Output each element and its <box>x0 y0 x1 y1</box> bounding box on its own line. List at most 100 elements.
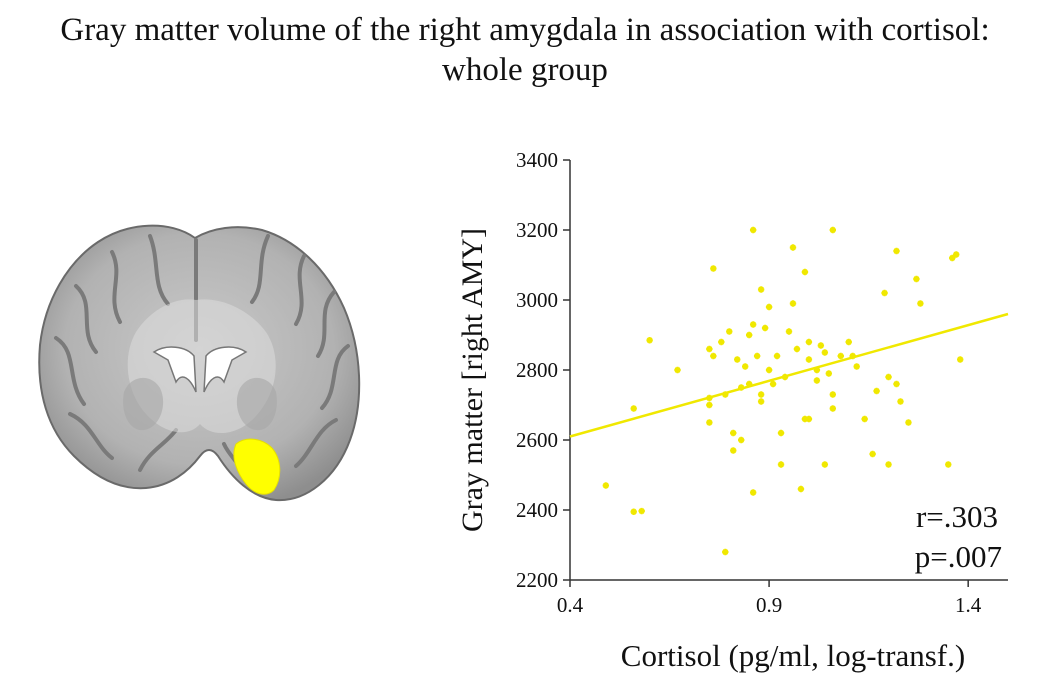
data-point <box>706 394 713 402</box>
data-points <box>602 226 964 556</box>
data-point <box>861 415 868 423</box>
data-point <box>821 349 829 356</box>
y-tick-label: 2200 <box>516 568 558 592</box>
y-tick-label: 3000 <box>516 288 558 312</box>
data-point <box>730 429 737 437</box>
data-point <box>602 482 610 489</box>
data-point <box>638 507 645 515</box>
data-point <box>706 401 713 409</box>
data-point <box>749 226 757 234</box>
data-point <box>805 356 813 363</box>
data-point <box>745 380 753 388</box>
data-point <box>869 450 876 458</box>
data-point <box>885 373 892 381</box>
data-point <box>849 352 856 360</box>
data-point <box>885 461 892 468</box>
data-point <box>837 352 844 360</box>
figure-title-line-2: whole group <box>442 52 608 88</box>
data-point <box>674 366 681 374</box>
data-point <box>769 380 777 388</box>
data-point <box>881 289 888 297</box>
data-point <box>801 415 809 423</box>
data-point <box>761 324 769 332</box>
data-point <box>829 405 836 412</box>
brain-ventricles <box>152 346 248 393</box>
data-point <box>785 328 793 335</box>
data-point <box>793 345 801 353</box>
data-point <box>773 352 781 360</box>
regression-line <box>569 312 1009 438</box>
data-point <box>777 461 785 468</box>
data-point <box>893 247 900 255</box>
x-tick-label: 0.9 <box>756 593 782 617</box>
data-point <box>821 461 829 468</box>
data-point <box>738 436 745 444</box>
data-point <box>897 398 904 405</box>
data-point <box>777 429 785 437</box>
x-axis-label: Cortisol (pg/ml, log-transf.) <box>621 638 965 673</box>
y-tick-label: 2400 <box>516 498 558 522</box>
data-point <box>726 328 733 335</box>
data-point <box>722 548 729 556</box>
data-point <box>797 485 805 493</box>
data-point <box>789 244 797 251</box>
x-tick-label: 0.4 <box>557 593 584 617</box>
figure-title: Gray matter volume of the right amygdala… <box>0 10 1050 90</box>
data-point <box>853 363 860 370</box>
data-point <box>893 380 900 388</box>
data-point <box>742 363 749 370</box>
data-point <box>738 384 745 391</box>
data-point <box>801 268 809 276</box>
data-point <box>817 342 825 349</box>
data-point <box>646 337 653 344</box>
data-point <box>917 300 924 307</box>
data-point <box>706 345 713 353</box>
amygdala-highlight <box>233 438 281 495</box>
data-point <box>718 338 725 346</box>
data-point <box>829 391 836 398</box>
data-point <box>805 415 813 423</box>
data-point <box>789 300 797 307</box>
data-point <box>749 489 757 496</box>
brain-basal-ganglia <box>123 377 277 431</box>
data-point <box>949 254 956 262</box>
data-point <box>813 377 821 384</box>
data-point <box>913 275 920 283</box>
data-point <box>957 356 964 363</box>
data-point <box>630 405 637 412</box>
y-tick-label: 3200 <box>516 218 558 242</box>
data-point <box>745 331 753 339</box>
y-axis-label: Gray matter [right AMY] <box>456 228 489 532</box>
data-point <box>765 366 773 374</box>
data-point <box>722 391 729 398</box>
data-point <box>945 461 952 468</box>
data-point <box>905 419 912 426</box>
y-tick-label: 2800 <box>516 358 558 382</box>
data-point <box>730 447 737 454</box>
data-point <box>953 251 960 258</box>
y-tick-label: 2600 <box>516 428 558 452</box>
data-point <box>845 338 852 346</box>
data-point <box>749 321 757 328</box>
data-point <box>734 356 741 363</box>
data-point <box>630 508 637 515</box>
y-ticks: 2200 2400 2600 2800 3000 3200 3400 <box>516 148 570 592</box>
data-point <box>757 398 765 405</box>
data-point <box>757 286 765 293</box>
data-point <box>813 366 821 374</box>
y-tick-label: 3400 <box>516 148 558 172</box>
brain-cortex-folds <box>54 234 350 488</box>
correlation-p-annotation: p=.007 <box>915 539 1002 574</box>
data-point <box>805 338 813 346</box>
data-point <box>757 391 765 398</box>
data-point <box>781 373 789 381</box>
data-point <box>710 352 717 360</box>
figure-title-line-1: Gray matter volume of the right amygdala… <box>60 12 990 48</box>
data-point <box>765 303 773 311</box>
correlation-r-annotation: r=.303 <box>916 499 998 534</box>
data-point <box>873 387 880 395</box>
data-point <box>829 226 836 234</box>
